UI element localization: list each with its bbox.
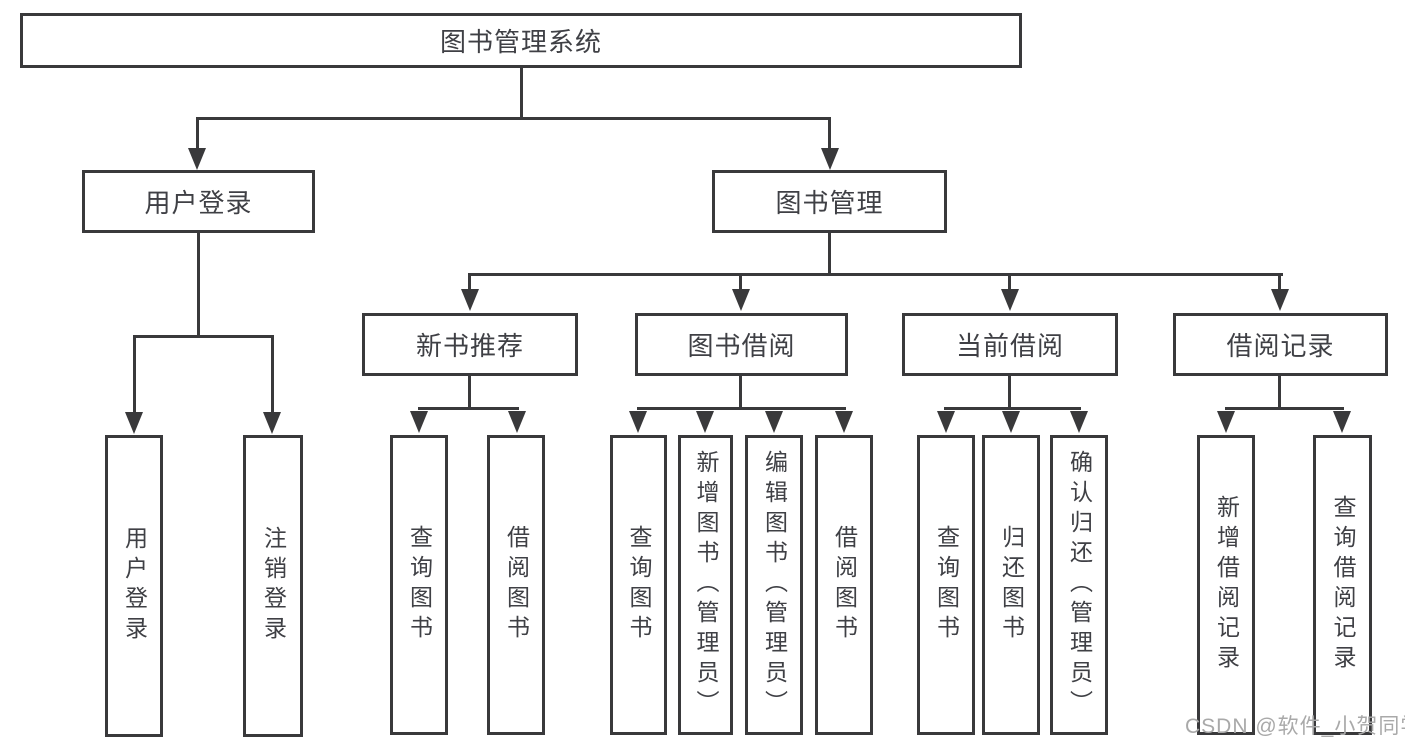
leaf-borrowing-query-books: 查询图书 — [610, 435, 667, 735]
node-user-login: 用户登录 — [82, 170, 315, 233]
connector-line — [133, 335, 136, 415]
arrowhead-down-icon — [629, 411, 647, 433]
leaf-current-confirm-return-admin-label: 确认归还（管理员） — [1066, 450, 1093, 720]
node-book-management-label: 图书管理 — [775, 188, 884, 218]
leaf-borrowing-edit-books-admin-label: 编辑图书（管理员） — [761, 450, 788, 720]
connector-line — [828, 233, 831, 275]
csdn-watermark: CSDN @软件_小贺同学 — [1185, 715, 1405, 738]
arrowhead-down-icon — [937, 411, 955, 433]
arrowhead-down-icon — [696, 411, 714, 433]
arrowhead-down-icon — [125, 412, 143, 434]
connector-line — [468, 273, 471, 293]
connector-line — [1008, 376, 1011, 410]
connector-line — [1225, 407, 1344, 410]
leaf-borrowing-borrow-books: 借阅图书 — [815, 435, 873, 735]
leaf-records-query-borrow-record-label: 查询借阅记录 — [1330, 495, 1356, 675]
node-user-login-label: 用户登录 — [144, 188, 253, 218]
node-root-label: 图书管理系统 — [439, 27, 602, 57]
connector-line — [739, 376, 742, 410]
node-book-borrowing: 图书借阅 — [635, 313, 848, 376]
connector-line — [944, 407, 1081, 410]
leaf-logout-label: 注销登录 — [260, 526, 287, 646]
node-current-borrowing-label: 当前借阅 — [955, 331, 1064, 361]
leaf-user-login-label: 用户登录 — [121, 526, 148, 646]
node-root-library-system: 图书管理系统 — [20, 13, 1022, 68]
arrowhead-down-icon — [1271, 289, 1289, 311]
connector-line — [1278, 273, 1281, 293]
connector-line — [739, 273, 742, 293]
arrowhead-down-icon — [732, 289, 750, 311]
node-current-borrowing: 当前借阅 — [902, 313, 1118, 376]
connector-line — [418, 407, 519, 410]
connector-line — [196, 117, 199, 151]
node-borrow-records: 借阅记录 — [1173, 313, 1388, 376]
connector-line — [469, 273, 1283, 276]
connector-line — [637, 407, 846, 410]
arrowhead-down-icon — [821, 148, 839, 170]
arrowhead-down-icon — [410, 411, 428, 433]
leaf-borrowing-borrow-books-label: 借阅图书 — [831, 525, 858, 645]
arrowhead-down-icon — [1070, 411, 1088, 433]
arrowhead-down-icon — [508, 411, 526, 433]
leaf-logout: 注销登录 — [243, 435, 303, 737]
arrowhead-down-icon — [1002, 411, 1020, 433]
leaf-recommend-query-books-label: 查询图书 — [406, 525, 433, 645]
node-book-management: 图书管理 — [712, 170, 947, 233]
node-borrow-records-label: 借阅记录 — [1226, 331, 1335, 361]
leaf-borrowing-edit-books-admin: 编辑图书（管理员） — [745, 435, 803, 735]
arrowhead-down-icon — [188, 148, 206, 170]
leaf-recommend-borrow-books: 借阅图书 — [487, 435, 545, 735]
connector-line — [828, 117, 831, 151]
leaf-recommend-query-books: 查询图书 — [390, 435, 448, 735]
leaf-borrowing-add-books-admin-label: 新增图书（管理员） — [693, 450, 719, 720]
leaf-current-query-books-label: 查询图书 — [933, 525, 960, 645]
leaf-current-confirm-return-admin: 确认归还（管理员） — [1050, 435, 1108, 735]
leaf-recommend-borrow-books-label: 借阅图书 — [503, 525, 530, 645]
connector-line — [271, 335, 274, 415]
connector-line — [1008, 273, 1011, 293]
leaf-current-query-books: 查询图书 — [917, 435, 975, 735]
leaf-records-add-borrow-record: 新增借阅记录 — [1197, 435, 1255, 735]
connector-line — [520, 66, 523, 118]
node-new-book-recommend: 新书推荐 — [362, 313, 578, 376]
arrowhead-down-icon — [765, 411, 783, 433]
leaf-current-return-books: 归还图书 — [982, 435, 1040, 735]
arrowhead-down-icon — [263, 412, 281, 434]
leaf-user-login: 用户登录 — [105, 435, 163, 737]
arrowhead-down-icon — [835, 411, 853, 433]
connector-line — [133, 335, 274, 338]
leaf-records-add-borrow-record-label: 新增借阅记录 — [1213, 495, 1240, 675]
arrowhead-down-icon — [1333, 411, 1351, 433]
arrowhead-down-icon — [1001, 289, 1019, 311]
node-book-borrowing-label: 图书借阅 — [687, 331, 796, 361]
connector-line — [468, 376, 471, 410]
connector-line — [196, 117, 831, 120]
arrowhead-down-icon — [1217, 411, 1235, 433]
leaf-current-return-books-label: 归还图书 — [998, 525, 1025, 645]
connector-line — [1278, 376, 1281, 410]
leaf-borrowing-query-books-label: 查询图书 — [626, 525, 652, 645]
connector-line — [197, 233, 200, 335]
leaf-borrowing-add-books-admin: 新增图书（管理员） — [678, 435, 733, 735]
node-new-book-recommend-label: 新书推荐 — [415, 331, 524, 361]
arrowhead-down-icon — [461, 289, 479, 311]
leaf-records-query-borrow-record: 查询借阅记录 — [1313, 435, 1372, 735]
